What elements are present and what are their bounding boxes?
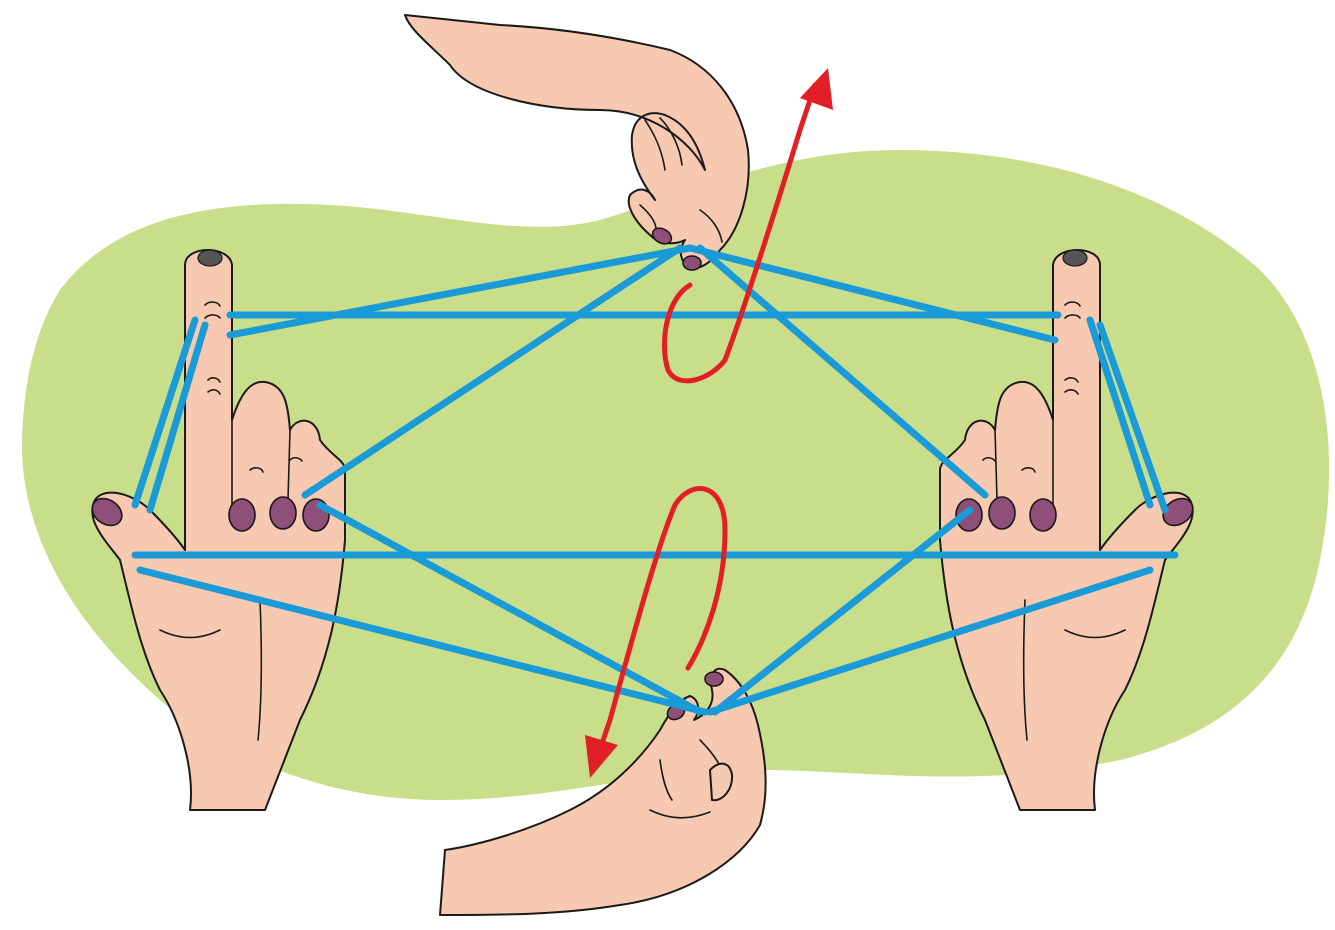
arrow-up-head (800, 68, 833, 110)
